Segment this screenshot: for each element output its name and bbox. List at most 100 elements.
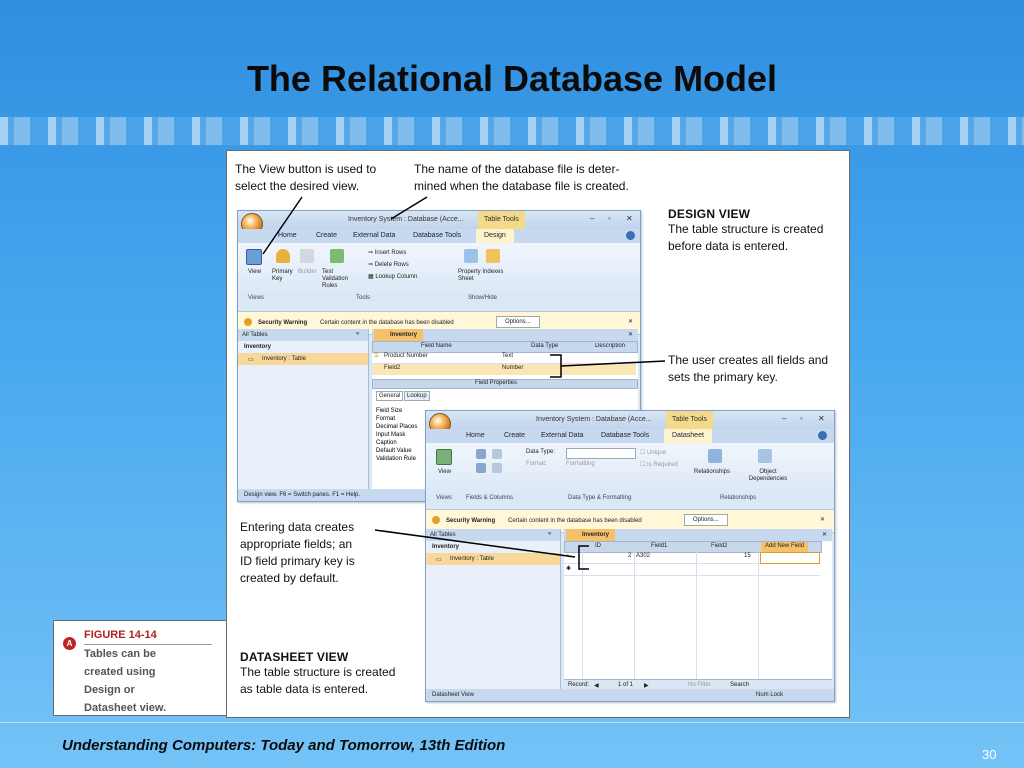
tab-external-data[interactable]: External Data — [541, 432, 584, 439]
close-icon[interactable]: ✕ — [818, 414, 825, 423]
view-button-label[interactable]: View — [438, 469, 451, 475]
cell-field2[interactable]: 15 — [744, 553, 751, 559]
page-number: 30 — [982, 747, 997, 762]
lookup-column-button[interactable]: ▦ Lookup Column — [368, 274, 418, 280]
slide-title: The Relational Database Model — [246, 58, 778, 99]
field-name-cell[interactable]: Field2 — [384, 365, 401, 371]
nav-collapse-icon[interactable]: « — [548, 531, 552, 537]
rename-icon[interactable] — [492, 463, 502, 473]
minimize-icon[interactable]: – — [782, 414, 787, 423]
builder-label[interactable]: Builder — [298, 269, 317, 275]
search-box[interactable]: Search — [730, 682, 750, 688]
col-id[interactable]: ID — [595, 543, 601, 549]
object-dependencies-label[interactable]: Object Dependencies — [748, 469, 788, 482]
data-type-cell[interactable]: Number — [502, 365, 524, 371]
add-existing-icon[interactable] — [492, 449, 502, 459]
delete-rows-button[interactable]: ⇒ Delete Rows — [368, 262, 409, 268]
cell-field1[interactable]: A302 — [636, 553, 651, 559]
builder-icon[interactable] — [300, 249, 314, 263]
view-icon[interactable] — [436, 449, 452, 465]
tab-external-data[interactable]: External Data — [353, 232, 396, 239]
options-button[interactable]: Options... — [684, 514, 728, 526]
table-tab-strip: Inventory ✕ — [564, 529, 832, 541]
design-row-1[interactable]: ⚿ Product Number Text — [372, 352, 636, 364]
tab-lookup[interactable]: Lookup — [404, 391, 430, 401]
cell-add-new-field[interactable] — [760, 552, 820, 564]
unique-checkbox[interactable]: ☐ Unique — [640, 450, 667, 456]
tab-database-tools[interactable]: Database Tools — [413, 232, 462, 239]
table-tab[interactable]: Inventory — [374, 329, 424, 341]
insert-icon[interactable] — [476, 463, 486, 473]
nav-collapse-icon[interactable]: « — [356, 331, 360, 337]
close-bar-icon[interactable]: ✕ — [628, 319, 634, 325]
window-title: Inventory System : Database (Acce... — [536, 416, 652, 423]
help-icon[interactable] — [818, 431, 827, 440]
tab-datasheet[interactable]: Datasheet — [664, 429, 712, 443]
data-type-select[interactable] — [566, 448, 636, 459]
primary-key-label[interactable]: Primary Key — [272, 269, 293, 282]
view-button-label[interactable]: View — [248, 269, 261, 275]
table-close-icon[interactable]: ✕ — [822, 532, 828, 538]
nav-item-inventory-table[interactable]: ▭ Inventory : Table — [238, 353, 368, 365]
tab-database-tools[interactable]: Database Tools — [601, 432, 650, 439]
col-field1[interactable]: Field1 — [651, 543, 668, 549]
nav-item-inventory-table[interactable]: ▭ Inventory : Table — [426, 553, 560, 565]
data-type-cell[interactable]: Text — [502, 353, 514, 359]
property-indexes-label[interactable]: Property Indexes Sheet — [458, 269, 504, 282]
validation-icon[interactable] — [330, 249, 344, 263]
datasheet-new-row[interactable]: ✱ — [564, 564, 820, 576]
tab-create[interactable]: Create — [504, 432, 526, 439]
key-icon[interactable] — [276, 249, 290, 263]
datasheet-row-1[interactable]: ✎ 2 A302 15 — [564, 552, 820, 564]
next-record-icon[interactable]: ▶ — [644, 683, 649, 689]
is-required-checkbox[interactable]: ☐ Is Required — [640, 462, 678, 468]
nav-header[interactable]: All Tables « — [426, 529, 560, 541]
tab-design[interactable]: Design — [476, 229, 514, 243]
relationships-icon[interactable] — [708, 449, 722, 463]
security-text: Certain content in the database has been… — [320, 320, 454, 326]
field-name-cell[interactable]: Product Number — [384, 353, 428, 359]
datasheet-grid-header: ID Field1 Field2 Add New Field — [564, 541, 822, 553]
new-field-icon[interactable] — [476, 449, 486, 459]
table-tab[interactable]: Inventory — [566, 529, 616, 541]
tab-create[interactable]: Create — [316, 232, 338, 239]
tab-home[interactable]: Home — [466, 432, 485, 439]
edit-row-icon: ✎ — [566, 554, 572, 560]
test-validation-label[interactable]: Test Validation Rules — [322, 269, 348, 289]
col-field2[interactable]: Field2 — [711, 543, 728, 549]
security-label: Security Warning — [446, 518, 496, 524]
insert-rows-button[interactable]: ⇒ Insert Rows — [368, 250, 407, 256]
tab-home[interactable]: Home — [278, 232, 297, 239]
nav-group[interactable]: Inventory — [244, 344, 272, 350]
maximize-icon[interactable]: ▫ — [800, 414, 803, 423]
table-close-icon[interactable]: ✕ — [628, 332, 634, 338]
nav-group[interactable]: Inventory — [432, 544, 460, 550]
ribbon-tabs: Home Create External Data Database Tools… — [238, 229, 640, 243]
object-dependencies-icon[interactable] — [758, 449, 772, 463]
record-position[interactable]: 1 of 1 — [618, 682, 634, 688]
first-record-icon[interactable]: ◀ — [594, 683, 599, 689]
design-grid-header: Field Name Data Type Description — [372, 341, 638, 353]
nav-header[interactable]: All Tables « — [238, 329, 368, 341]
options-button[interactable]: Options... — [496, 316, 540, 328]
no-filter-button[interactable]: No Filter — [688, 682, 711, 688]
col-add-new-field[interactable]: Add New Field — [761, 542, 809, 552]
property-sheet-icon[interactable] — [464, 249, 478, 263]
table-icon: ▭ — [436, 557, 442, 563]
minimize-icon[interactable]: – — [590, 214, 595, 223]
close-icon[interactable]: ✕ — [626, 214, 633, 223]
group-relationships: Relationships — [720, 495, 757, 501]
help-icon[interactable] — [626, 231, 635, 240]
maximize-icon[interactable]: ▫ — [608, 214, 611, 223]
design-ribbon: View Primary Key Builder Test Validation… — [238, 243, 640, 301]
datasheet-titlebar: Inventory System : Database (Acce... Tab… — [426, 411, 834, 435]
indexes-icon[interactable] — [486, 249, 500, 263]
view-icon[interactable] — [246, 249, 262, 265]
datasheet-view-window: Inventory System : Database (Acce... Tab… — [425, 410, 835, 702]
format-select[interactable]: Formatting — [566, 461, 595, 467]
tab-general[interactable]: General — [376, 391, 404, 401]
close-bar-icon[interactable]: ✕ — [820, 517, 826, 523]
cell-id[interactable]: 2 — [628, 553, 632, 559]
relationships-label[interactable]: Relationships — [694, 469, 731, 475]
design-row-2[interactable]: Field2 Number — [372, 364, 636, 375]
